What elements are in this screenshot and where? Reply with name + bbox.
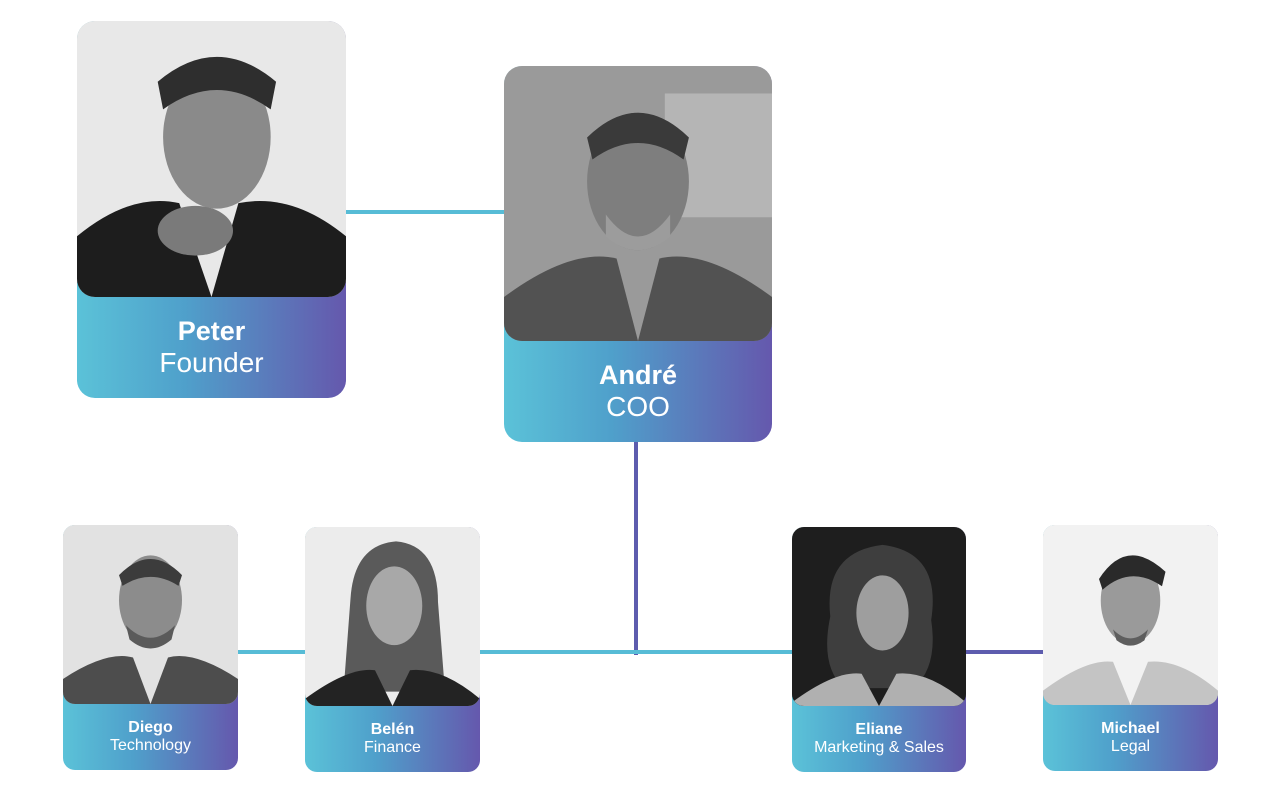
connector-horizontal-bus <box>236 650 794 654</box>
person-name: Eliane <box>855 720 903 738</box>
caption-andre: André COO <box>504 341 772 442</box>
caption-eliane: Eliane Marketing & Sales <box>792 706 966 772</box>
connector-eliane-michael <box>964 650 1046 654</box>
person-role: Founder <box>159 346 264 378</box>
connector-peter-andre <box>346 210 506 214</box>
connector-andre-trunk <box>634 441 638 655</box>
person-role: Finance <box>364 739 421 756</box>
person-name: André <box>598 359 677 390</box>
person-card-diego: Diego Technology <box>63 525 238 770</box>
person-card-peter: Peter Founder <box>77 21 346 398</box>
person-name: Belén <box>370 720 415 738</box>
person-role: Technology <box>110 737 191 754</box>
photo-diego <box>63 525 238 704</box>
photo-andre <box>504 66 772 341</box>
caption-michael: Michael Legal <box>1043 705 1218 771</box>
person-card-belen: Belén Finance <box>305 527 480 772</box>
person-role: Legal <box>1110 738 1151 755</box>
photo-peter <box>77 21 346 297</box>
person-card-michael: Michael Legal <box>1043 525 1218 771</box>
caption-diego: Diego Technology <box>63 704 238 770</box>
caption-peter: Peter Founder <box>77 297 346 398</box>
caption-belen: Belén Finance <box>305 706 480 772</box>
person-name: Michael <box>1101 719 1160 737</box>
person-role: COO <box>606 390 670 422</box>
person-name: Peter <box>177 315 246 346</box>
person-card-andre: André COO <box>504 66 772 442</box>
photo-belen <box>305 527 480 706</box>
photo-michael <box>1043 525 1218 705</box>
photo-eliane <box>792 527 966 706</box>
person-role: Marketing & Sales <box>814 739 944 756</box>
person-name: Diego <box>128 718 173 736</box>
person-card-eliane: Eliane Marketing & Sales <box>792 527 966 772</box>
